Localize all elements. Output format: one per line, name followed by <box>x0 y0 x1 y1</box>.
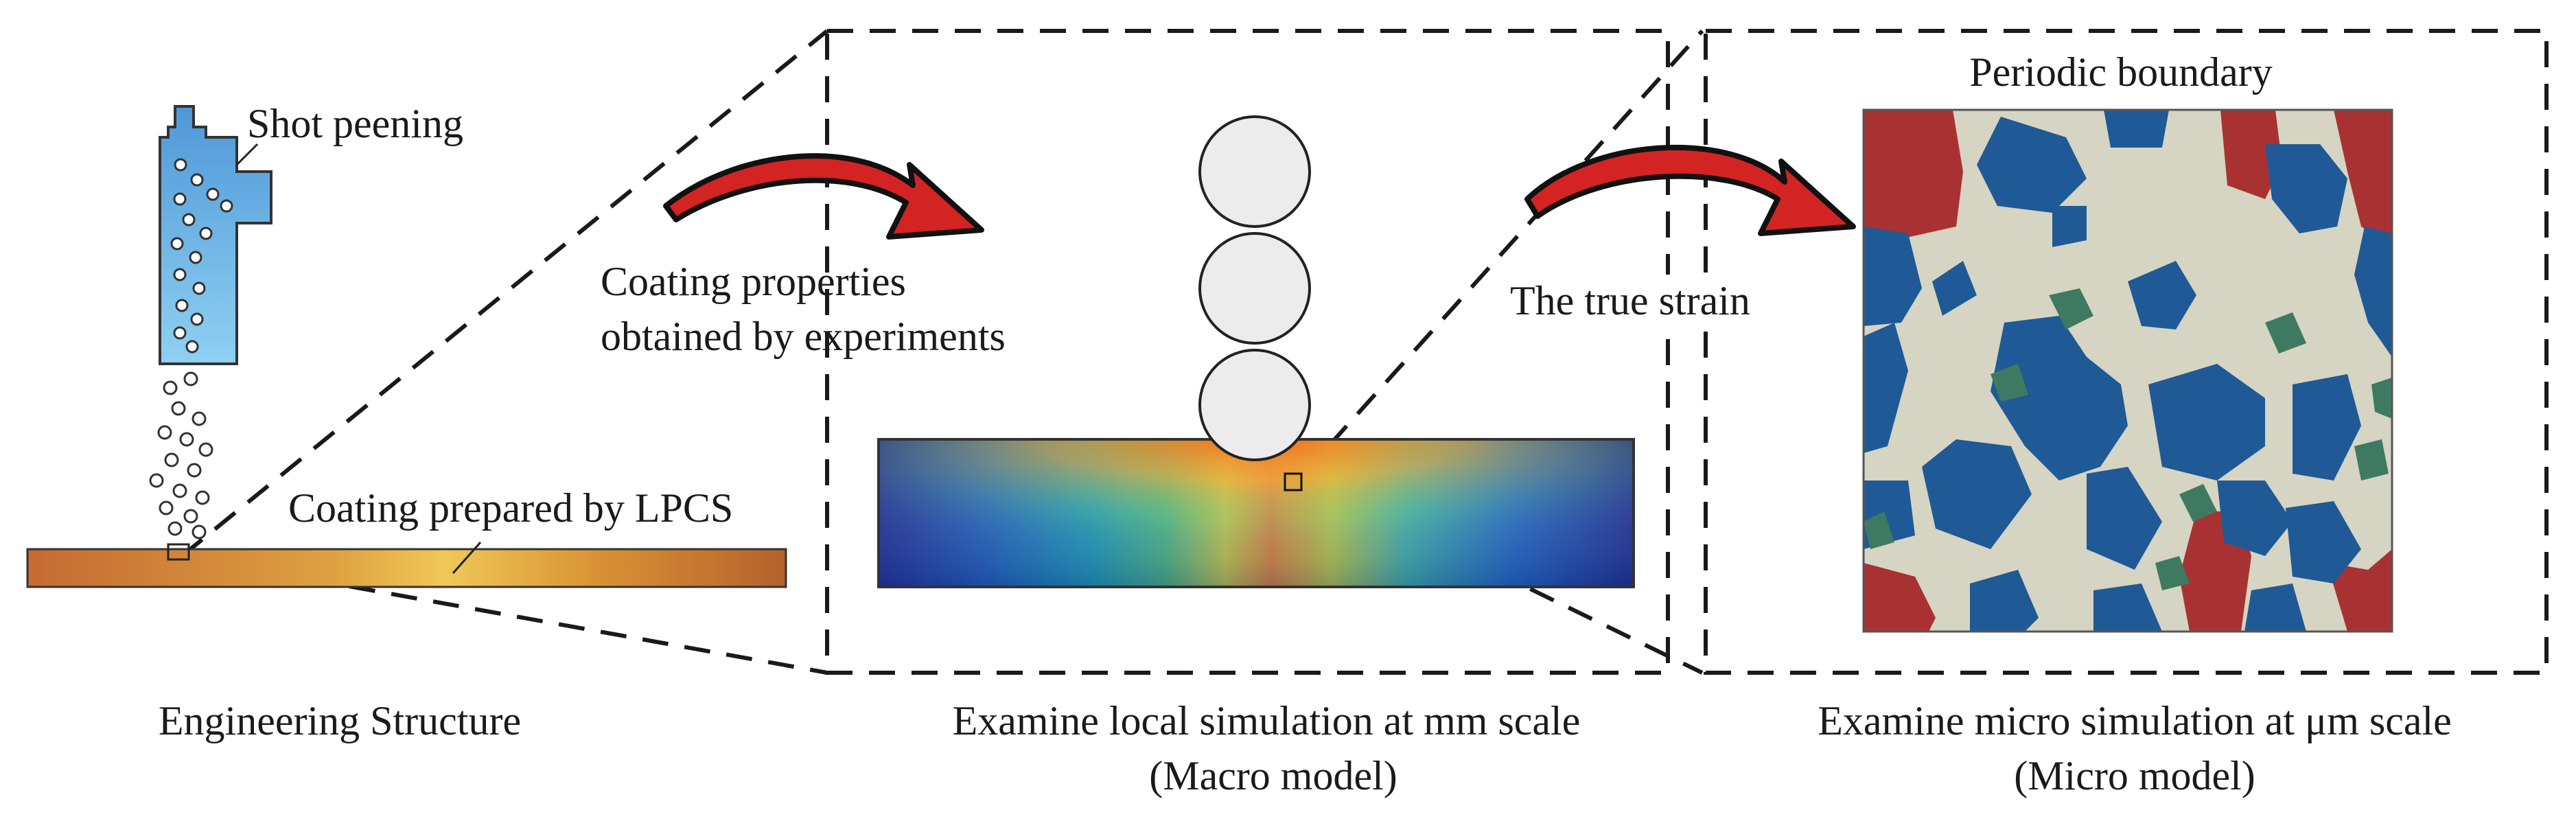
micro-caption-line2: (Micro model) <box>2014 753 2255 798</box>
periodic-boundary-label: Periodic boundary <box>1969 49 2273 95</box>
microstructure-rve <box>1862 108 2393 633</box>
engineering-structure-caption: Engineering Structure <box>159 698 521 743</box>
macro-fe-field <box>877 438 1635 588</box>
sampling-point-marker <box>167 543 190 561</box>
coating-leader-line <box>452 542 482 574</box>
coated-substrate-bar <box>26 548 787 588</box>
coating-properties-label-line2: obtained by experiments <box>601 314 1006 359</box>
shot-peening-label: Shot peening <box>247 101 463 146</box>
micro-model-frame <box>1704 29 2549 675</box>
shot-peening-leader-line <box>235 143 259 166</box>
transfer-arrow-left <box>663 153 984 240</box>
macro-sampling-point-marker <box>1284 472 1303 492</box>
macro-caption-line1: Examine local simulation at mm scale <box>953 698 1581 743</box>
shot-balls-stack <box>1198 115 1311 461</box>
transfer-arrow-right <box>1524 145 1856 236</box>
micro-caption-line1: Examine micro simulation at μm scale <box>1818 698 2452 743</box>
macro-model-frame <box>825 29 1670 675</box>
true-strain-label: The true strain <box>1510 278 1750 323</box>
coating-properties-label-line1: Coating properties <box>601 259 906 304</box>
shot-particles-stream <box>149 371 213 540</box>
shot-peening-nozzle <box>159 105 272 365</box>
true-strain-label-bg <box>1503 275 1795 329</box>
macro-caption-line2: (Macro model) <box>1149 753 1397 798</box>
coating-prepared-label: Coating prepared by LPCS <box>288 485 733 531</box>
shot-particles-in-nozzle <box>170 158 233 354</box>
